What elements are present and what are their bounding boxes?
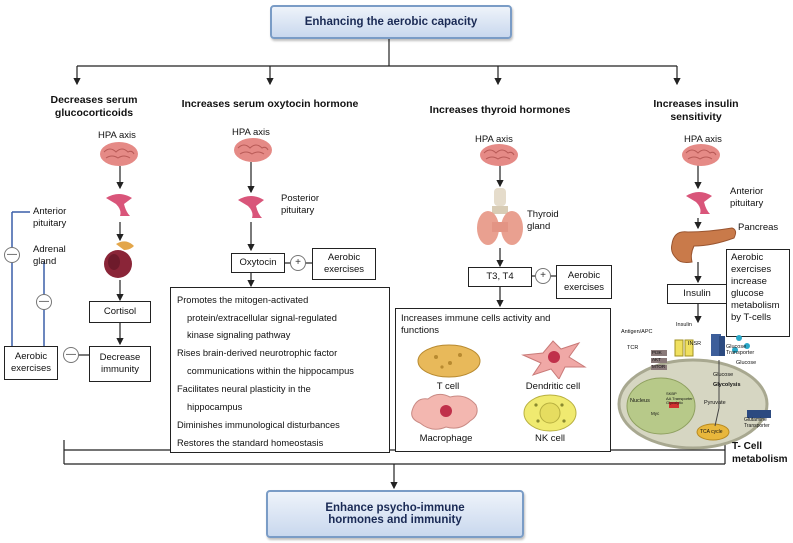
- decrease-immunity-box: Decrease immunity: [89, 346, 151, 382]
- adrenal-kidney-icon: [104, 241, 134, 278]
- dendritic-cell-label: Dendritic cell: [525, 381, 581, 392]
- col4-aerobic-note-box: Aerobic exercises increase glucose metab…: [726, 249, 790, 337]
- immune-cells-box: Increases immune cells activity and func…: [395, 308, 611, 452]
- col4-anterior-pituitary-label: Anterior pituitary: [730, 186, 764, 209]
- t3-t4-box: T3, T4: [468, 267, 532, 287]
- inhibit-sign-3: —: [63, 347, 79, 363]
- effect-line: Restores the standard homeostasis: [177, 438, 324, 448]
- col2-aerobic-exercises-box: Aerobic exercises: [312, 248, 376, 280]
- effect-line: Promotes the mitogen-activated: [177, 295, 309, 305]
- pituitary-icon: [686, 192, 712, 214]
- bottom-title: Enhance psycho-immune hormones and immun…: [266, 490, 524, 538]
- effect-line: Diminishes immunological disturbances: [177, 420, 340, 430]
- col1-hpa-label: HPA axis: [98, 130, 136, 141]
- nucleus-label: Nucleus: [630, 398, 650, 404]
- myc-label: Myc: [651, 411, 660, 416]
- oxytocin-effects-box: Promotes the mitogen-activated protein/e…: [170, 287, 390, 453]
- glycolysis-label: Glycolysis: [713, 382, 741, 388]
- top-title: Enhancing the aerobic capacity: [270, 5, 512, 39]
- effect-line: kinase signaling pathway: [187, 330, 291, 340]
- immune-cells-title: Increases immune cells activity and func…: [401, 313, 551, 336]
- inhibit-sign-2: —: [36, 294, 52, 310]
- nk-cell-label: NK cell: [534, 433, 566, 444]
- insulin-box: Insulin: [667, 284, 727, 304]
- col1-anterior-pituitary-label: Anterior pituitary: [33, 206, 67, 229]
- plus-sign: +: [290, 255, 306, 271]
- col3-header: Increases thyroid hormones: [429, 104, 571, 116]
- col3-aerobic-exercises-box: Aerobic exercises: [556, 265, 612, 299]
- macrophage-label: Macrophage: [419, 433, 473, 444]
- col2-header: Increases serum oxytocin hormone: [181, 98, 359, 110]
- inhibit-sign-1: —: [4, 247, 20, 263]
- col4-hpa-label: HPA axis: [684, 134, 722, 145]
- effect-line: Rises brain-derived neurotrophic factor: [177, 348, 338, 358]
- col2-hpa-label: HPA axis: [232, 127, 270, 138]
- t-cell-metabolism-label: T- Cell metabolism: [732, 441, 788, 465]
- pituitary-icon: [106, 194, 132, 216]
- plus-sign: +: [535, 268, 551, 284]
- thyroid-gland-icon: [477, 188, 523, 245]
- dendritic-cell-icon: [521, 340, 587, 379]
- brain-icon: [100, 142, 138, 166]
- tcr-label: TCR: [627, 345, 639, 351]
- pyruvate-label: Pyruvate: [704, 400, 726, 406]
- insulin-small-label: Insulin: [676, 322, 692, 328]
- oxytocin-box: Oxytocin: [231, 253, 285, 273]
- pituitary-icon: [238, 196, 264, 218]
- brain-icon: [480, 144, 518, 166]
- effect-line: hippocampus: [187, 402, 243, 412]
- pancreas-label: Pancreas: [738, 222, 779, 233]
- effect-line: Facilitates neural plasticity in the: [177, 384, 311, 394]
- col1-header: Decreases serum glucocorticoids: [50, 94, 138, 119]
- tca-cycle-label: TCA cycle: [700, 429, 723, 435]
- effect-line: protein/extracellular signal-regulated: [187, 313, 337, 323]
- cortisol-box: Cortisol: [89, 301, 151, 323]
- insr-label: INSR: [688, 341, 702, 347]
- antigen-label: Antigen/APC: [621, 329, 653, 335]
- pi3k-label: PI3K: [652, 350, 662, 355]
- pancreas-icon: [671, 227, 737, 263]
- gene-targets-label: SKBP AA Transporter Glycolytic: [666, 391, 693, 405]
- mtor-label: MTOR: [652, 364, 666, 369]
- glucose-inner-label: Glucose: [713, 372, 734, 378]
- glucose-label: Glucose: [736, 360, 757, 366]
- col1-aerobic-exercises-box: Aerobic exercises: [4, 346, 58, 380]
- brain-icon: [682, 144, 720, 166]
- effect-line: communications within the hippocampus: [187, 366, 354, 376]
- brain-icon: [234, 138, 272, 162]
- thyroid-gland-label: Thyroid gland: [527, 209, 559, 232]
- t-cell-metabolism-diagram: [617, 334, 771, 450]
- col1-adrenal-gland-label: Adrenal gland: [33, 244, 66, 267]
- t-cell-label: T cell: [436, 381, 460, 392]
- t-cell-icon: [417, 344, 481, 378]
- posterior-pituitary-label: Posterior pituitary: [281, 193, 320, 216]
- nk-cell-icon: [523, 394, 577, 432]
- glucose-transporter-label: Glucose Transporter: [726, 344, 755, 356]
- col3-hpa-label: HPA axis: [475, 134, 513, 145]
- glutamine-transporter-label: Glutamine Transporter: [744, 417, 770, 429]
- akt-label: AKT: [652, 357, 661, 362]
- col4-header: Increases insulin sensitivity: [653, 98, 739, 123]
- macrophage-icon: [411, 393, 478, 430]
